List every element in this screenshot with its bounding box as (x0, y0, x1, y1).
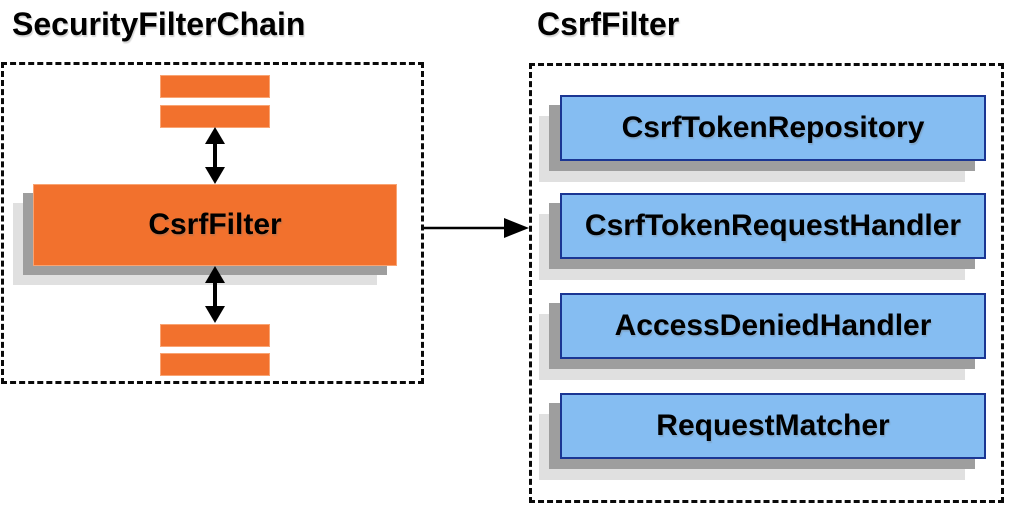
security-filter-chain-title: SecurityFilterChain (12, 6, 306, 42)
filter-chain-bar (160, 324, 270, 347)
filter-chain-bar (160, 75, 270, 98)
double-headed-arrow-top (205, 127, 225, 184)
component-box-access-denied-handler: AccessDeniedHandler (560, 293, 986, 359)
filter-chain-bar (160, 105, 270, 128)
csrf-filter-title: CsrfFilter (537, 6, 680, 42)
component-label: RequestMatcher (656, 409, 890, 442)
filter-chain-bar (160, 353, 270, 376)
component-box-csrf-token-request-handler: CsrfTokenRequestHandler (560, 193, 986, 259)
security-filter-chain-frame (1, 62, 424, 384)
component-label: CsrfTokenRepository (621, 111, 925, 144)
csrf-filter-box-label: CsrfFilter (148, 208, 282, 241)
component-label: AccessDeniedHandler (614, 309, 932, 342)
double-headed-arrow-bottom (205, 266, 225, 323)
csrf-filter-box: CsrfFilter (33, 184, 397, 266)
component-box-request-matcher: RequestMatcher (560, 393, 986, 459)
connector-arrow (424, 218, 529, 238)
component-box-csrf-token-repository: CsrfTokenRepository (560, 95, 986, 161)
component-label: CsrfTokenRequestHandler (584, 209, 962, 242)
csrf-filter-frame (529, 63, 1004, 503)
